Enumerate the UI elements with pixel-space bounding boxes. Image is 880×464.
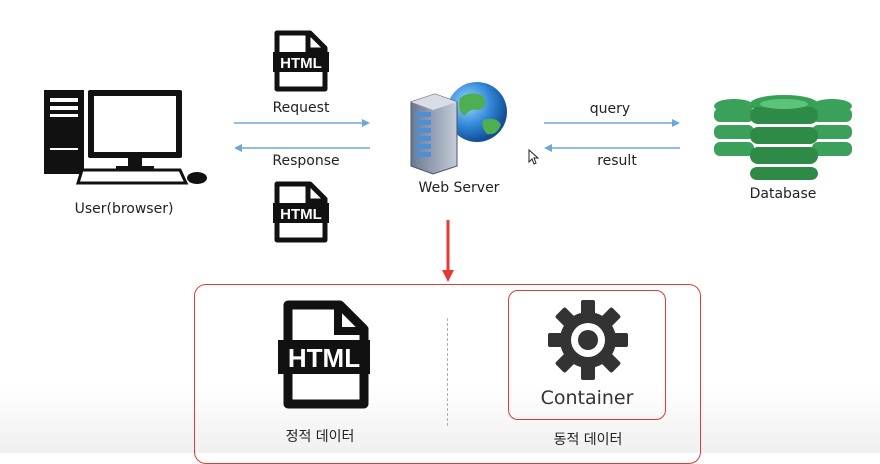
gear-icon xyxy=(548,300,628,380)
database-label: Database xyxy=(749,186,817,202)
container-label: Container xyxy=(540,387,634,409)
result-label: result xyxy=(597,153,637,169)
user-label: User(browser) xyxy=(74,201,174,217)
result-arrow xyxy=(544,144,680,152)
database-icon xyxy=(714,95,852,180)
static-data-label: 정적 데이터 xyxy=(285,429,355,445)
static-html-icon: HTML xyxy=(276,300,372,410)
divider xyxy=(447,318,448,426)
user-computer xyxy=(42,88,212,188)
container-gear xyxy=(546,298,630,382)
response-arrow xyxy=(234,144,370,152)
computer-icon xyxy=(44,90,207,185)
server-label: Web Server xyxy=(418,180,500,196)
server-globe-icon xyxy=(410,82,507,175)
html-file-text: HTML xyxy=(280,55,322,72)
html-file-text: HTML xyxy=(288,343,360,373)
html-file-icon: HTML xyxy=(273,181,329,243)
html-file-text: HTML xyxy=(280,206,322,223)
down-arrow xyxy=(442,220,454,282)
request-html-icon: HTML xyxy=(272,30,330,92)
dynamic-data-label: 동적 데이터 xyxy=(553,432,623,448)
container-box xyxy=(508,290,666,420)
response-label: Response xyxy=(272,153,340,169)
query-label: query xyxy=(589,101,631,117)
mouse-cursor-icon xyxy=(528,149,540,165)
web-server xyxy=(405,80,515,176)
request-arrow xyxy=(234,119,370,127)
html-file-icon: HTML xyxy=(278,300,370,409)
query-arrow xyxy=(544,119,680,127)
database xyxy=(712,94,856,182)
html-file-icon: HTML xyxy=(273,30,329,92)
response-html-icon: HTML xyxy=(272,181,330,243)
request-label: Request xyxy=(272,100,330,116)
